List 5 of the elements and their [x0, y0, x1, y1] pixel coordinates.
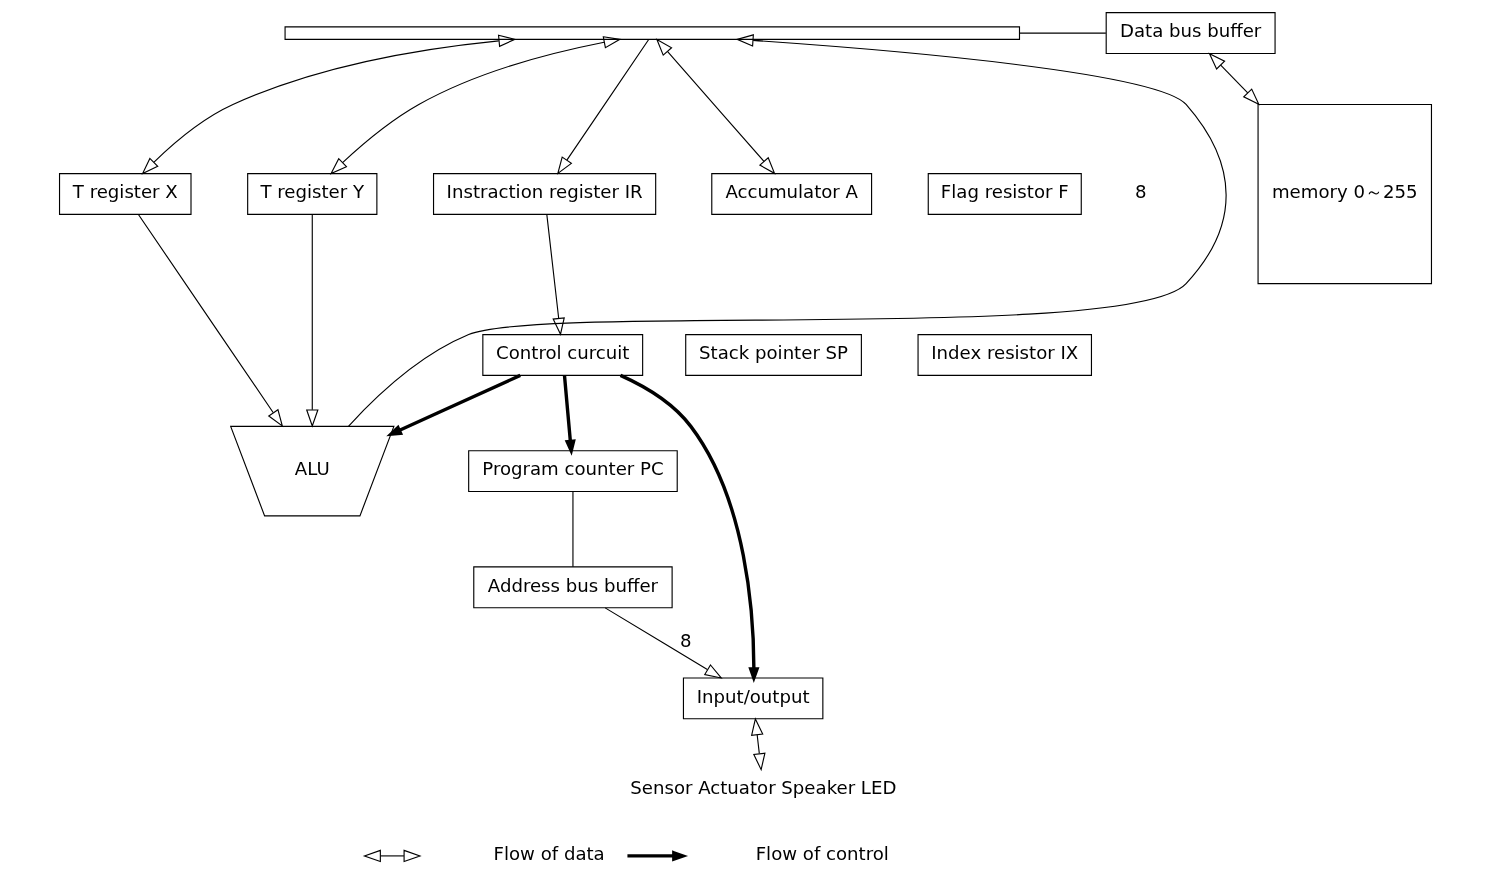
edge-label: 8 [679, 630, 691, 652]
node-text: Sensor Actuator Speaker LED [629, 777, 896, 799]
legend-label: Flow of data [493, 843, 605, 865]
label: 8 [1134, 181, 1147, 203]
legend-label: Flow of control [755, 843, 889, 865]
